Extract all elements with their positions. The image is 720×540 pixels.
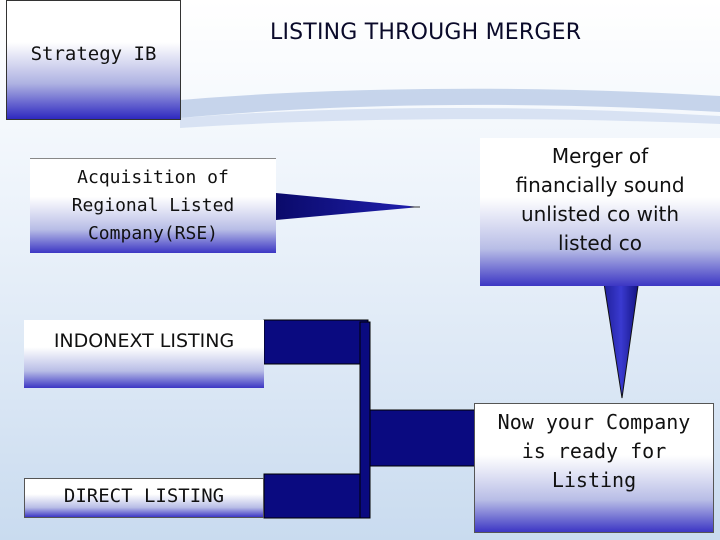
logo-box: Strategy IB [6,0,181,120]
connector-vertical-bar [359,321,371,519]
acquisition-label: Acquisition of Regional Listed Company(R… [71,167,235,244]
direct-label: DIRECT LISTING [63,485,225,507]
direct-box: DIRECT LISTING [24,478,264,518]
connector-bottom-block [263,473,369,519]
page-title: LISTING THROUGH MERGER [270,20,582,45]
connector-middle-block [369,409,477,467]
indonext-label: INDONEXT LISTING [53,330,235,352]
ready-label: Now your Company is ready for Listing [497,410,691,492]
ready-box: Now your Company is ready for Listing [474,403,714,533]
indonext-box: INDONEXT LISTING [24,320,264,388]
connector-top-block [263,319,369,365]
wedge-arrow-right [276,193,420,220]
merger-box: Merger of financially sound unlisted co … [480,138,720,286]
merger-label: Merger of financially sound unlisted co … [515,144,685,255]
acquisition-box: Acquisition of Regional Listed Company(R… [30,158,276,253]
logo-label: Strategy IB [30,43,157,65]
